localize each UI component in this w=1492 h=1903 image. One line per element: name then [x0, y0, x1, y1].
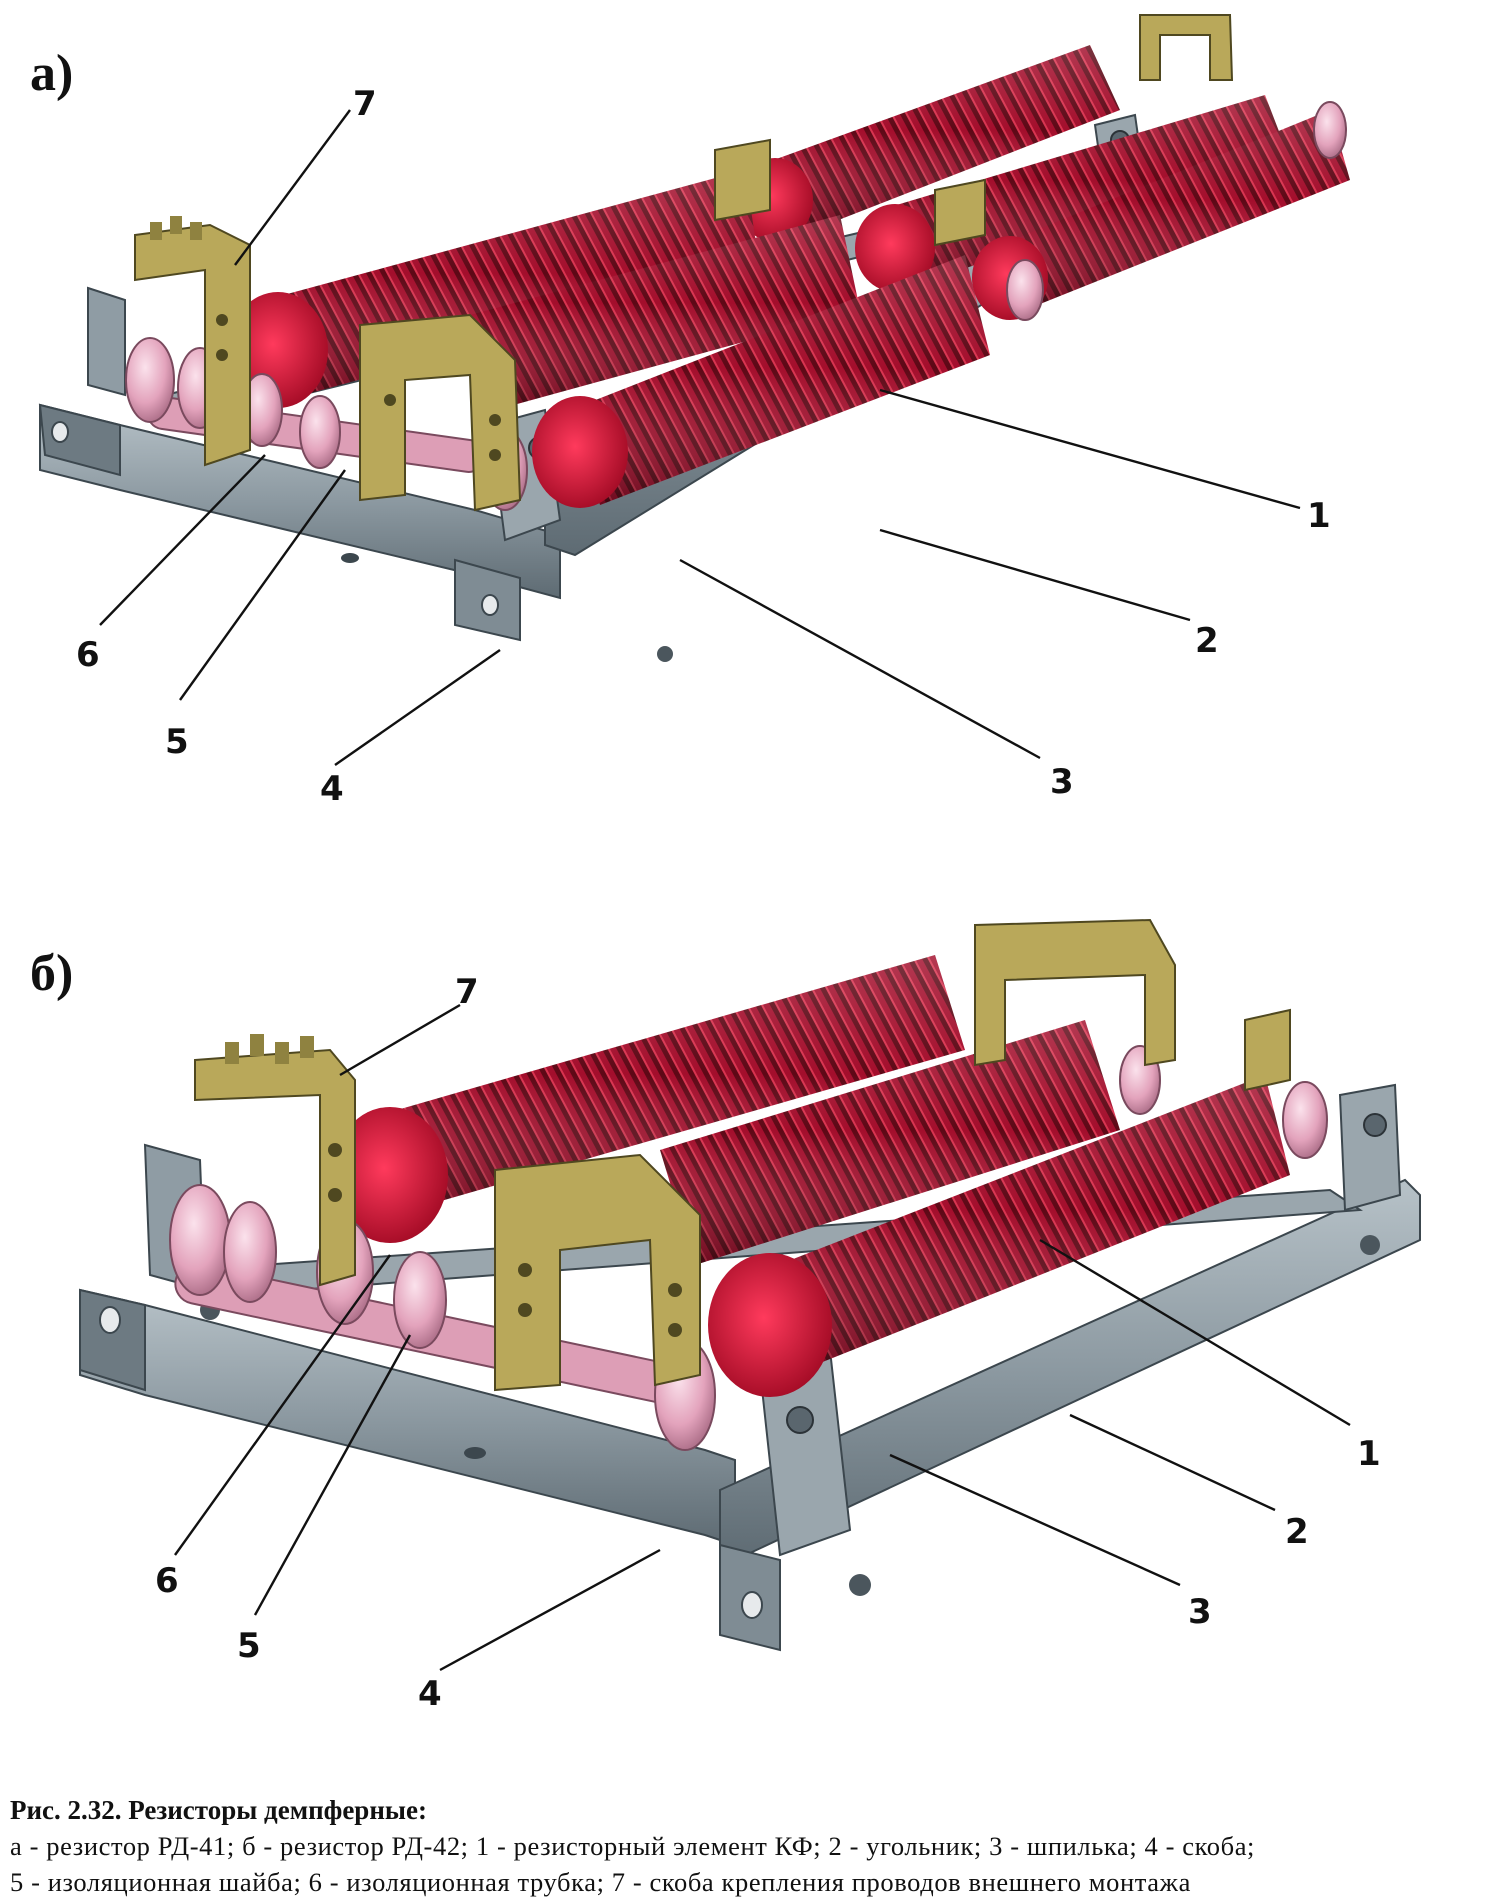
leader-line-5 [179, 469, 346, 701]
resistor-element [660, 1020, 1120, 1265]
callout-1: 1 [1357, 1434, 1381, 1474]
base-frame [79, 1083, 1421, 1652]
leader-line-3 [889, 1453, 1181, 1587]
leader-line-7 [234, 109, 351, 266]
leader-line-3 [679, 558, 1041, 760]
callout-4: 4 [320, 769, 344, 809]
leader-line-2 [879, 528, 1191, 622]
u-bracket [974, 918, 1291, 1092]
callout-2: 2 [1195, 621, 1219, 661]
u-bracket [494, 1153, 701, 1392]
callout-6: 6 [155, 1561, 179, 1601]
callout-3: 3 [1050, 762, 1074, 802]
resistor-element [532, 255, 990, 508]
leader-line-7 [339, 1003, 461, 1077]
caption-title: Рис. 2.32. Резисторы демпферные: [10, 1795, 427, 1825]
resistor-element [855, 95, 1290, 292]
u-bracket [714, 14, 1234, 247]
wire-bracket [194, 1034, 356, 1287]
wire-bracket [134, 216, 251, 467]
panel-b-rd42: б) [30, 918, 1421, 1714]
callout-3: 3 [1188, 1592, 1212, 1632]
panel-b-label: б) [30, 945, 73, 1002]
panel-a-label: а) [30, 45, 73, 102]
leader-line-4 [439, 1548, 661, 1672]
figure-caption: Рис. 2.32. Резисторы демпферные: а - рез… [10, 1792, 1485, 1900]
leader-line-1 [879, 388, 1301, 510]
resistor-element [332, 955, 965, 1243]
leader-line-6 [174, 1254, 391, 1556]
callout-7: 7 [455, 972, 479, 1012]
leader-line-1 [1039, 1238, 1351, 1427]
callout-4: 4 [418, 1674, 442, 1714]
callout-5: 5 [237, 1626, 261, 1666]
resistor-element [708, 1075, 1290, 1397]
callout-5: 5 [165, 722, 189, 762]
caption-line-1: а - резистор РД-41; б - резистор РД-42; … [10, 1831, 1256, 1861]
callout-1: 1 [1307, 496, 1331, 536]
callout-2: 2 [1285, 1512, 1309, 1552]
leader-line-4 [334, 649, 501, 766]
callout-7: 7 [353, 84, 377, 124]
leader-line-5 [253, 1334, 412, 1616]
u-bracket [359, 313, 522, 512]
leader-line-2 [1069, 1413, 1276, 1512]
resistor-element [737, 45, 1120, 242]
callout-6: 6 [76, 635, 100, 675]
resistor-element [470, 215, 860, 410]
panel-a-rd41: а) [30, 14, 1350, 809]
caption-line-2: 5 - изоляционная шайба; 6 - изоляционная… [10, 1867, 1191, 1897]
leader-line-6 [99, 454, 266, 626]
